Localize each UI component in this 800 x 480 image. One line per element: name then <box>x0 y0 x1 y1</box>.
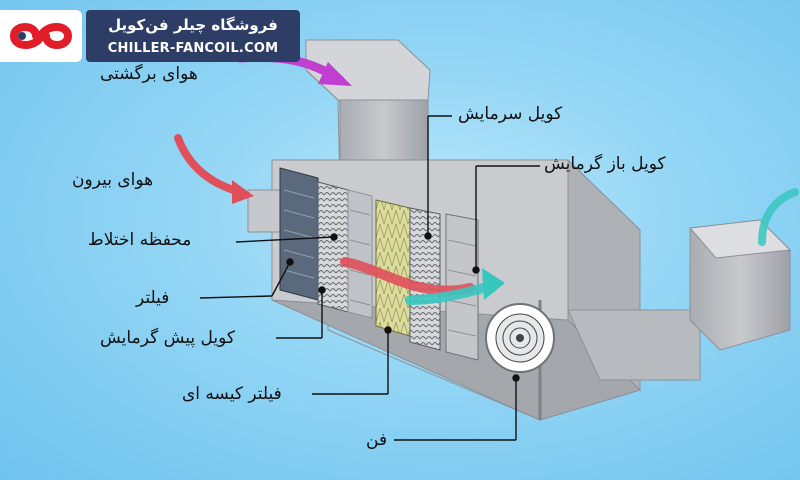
supply-air-duct <box>567 219 792 381</box>
label-cooling-coil: کویل سرمایش <box>458 104 563 124</box>
brand-logo-icon <box>9 23 73 49</box>
label-return-air: هوای برگشتی <box>100 64 198 84</box>
mixing-chamber <box>347 189 373 319</box>
filter-section <box>279 167 319 301</box>
label-preheat-coil: کویل پیش گرمایش <box>100 328 235 348</box>
label-reheat-coil: کویل باز گرمایش <box>544 154 666 174</box>
brand-name: فروشگاه چیلر فن‌کویل <box>108 16 278 34</box>
brand-site: CHILLER-FANCOIL.COM <box>107 41 279 56</box>
outside-air-arrow <box>174 134 244 196</box>
return-air-arrowhead <box>318 62 352 86</box>
label-bag-filter: فیلتر کیسه ای <box>182 384 282 404</box>
cooling-coil <box>409 207 441 351</box>
supply-air-arrow <box>758 188 799 246</box>
label-mixing-chamber: محفظه اختلاط <box>88 230 192 250</box>
conditioned-air-arrowhead <box>482 268 505 300</box>
label-outside-air: هوای بیرون <box>72 170 154 190</box>
outside-air-arrowhead <box>232 180 254 204</box>
brand-banner[interactable]: فروشگاه چیلر فن‌کویل CHILLER-FANCOIL.COM <box>86 10 300 62</box>
brand-logo <box>0 10 82 62</box>
bag-filter <box>375 199 411 337</box>
leader-lines <box>199 115 540 441</box>
fan <box>485 303 555 373</box>
label-filter: فیلتر <box>136 288 170 308</box>
label-fan: فن <box>366 430 388 450</box>
